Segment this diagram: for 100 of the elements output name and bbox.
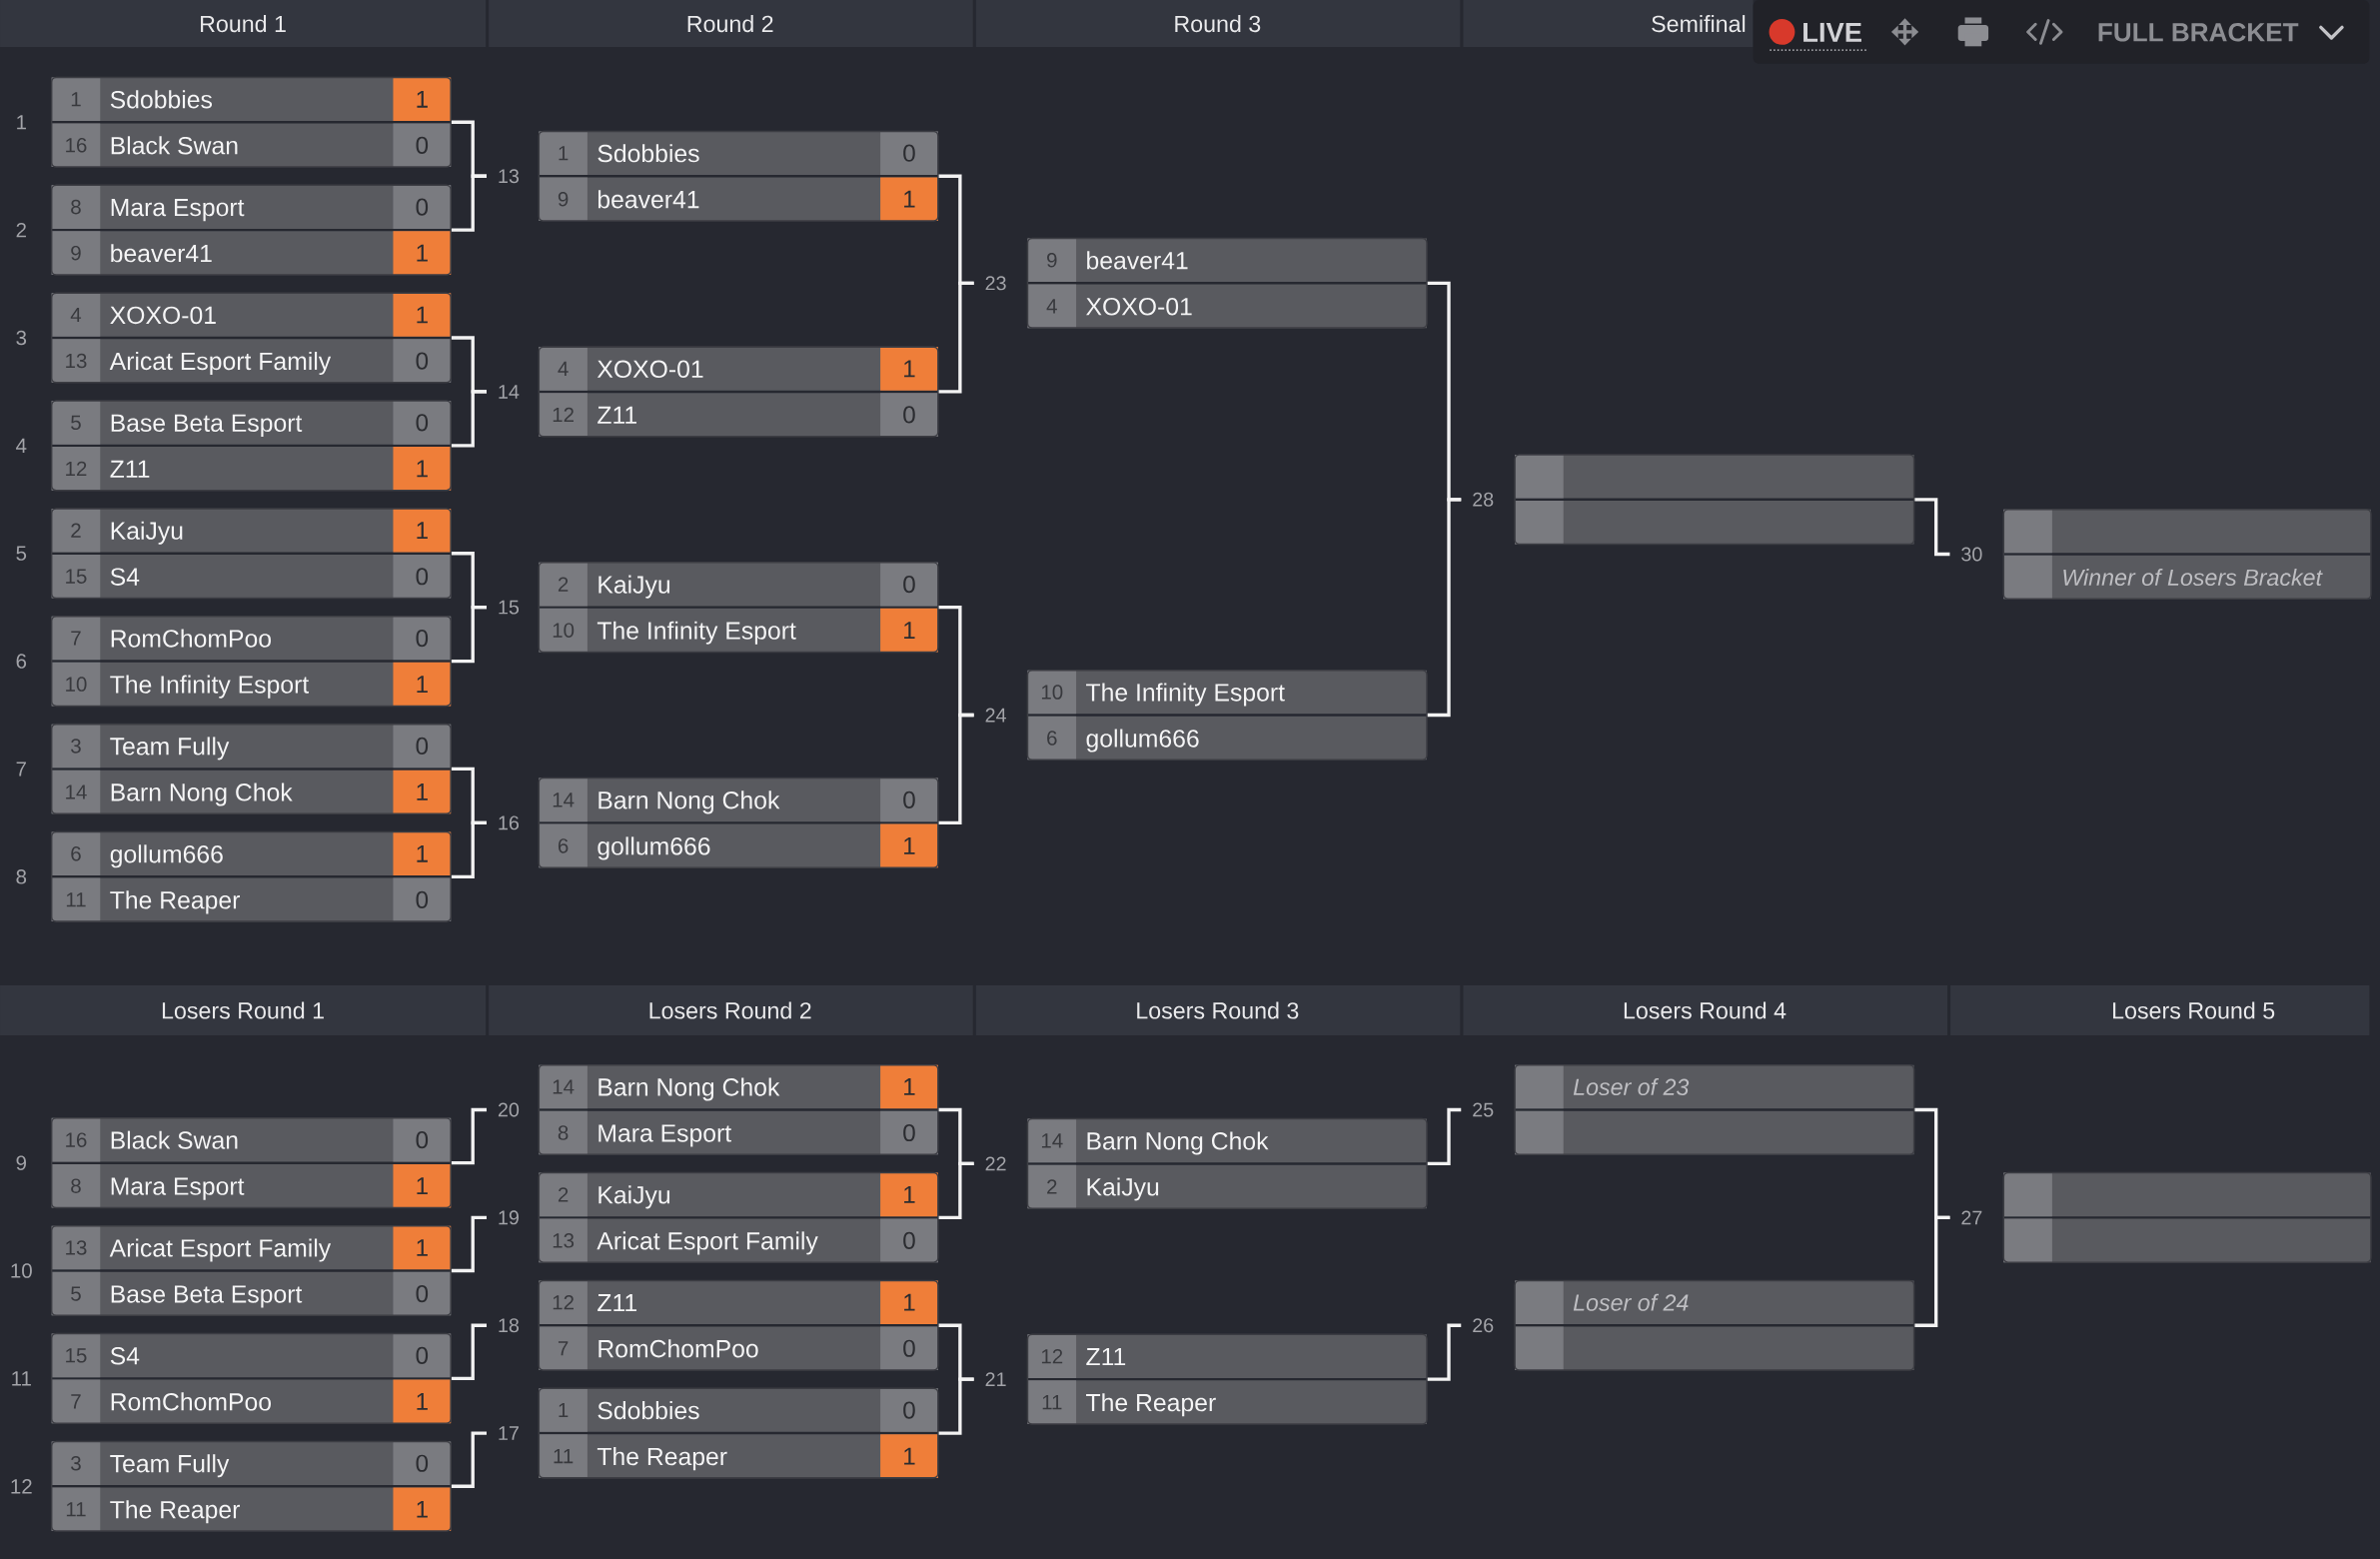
match-number: 17 <box>499 1426 519 1440</box>
node-label: The Infinity Esport <box>110 675 310 699</box>
bracket-line <box>1427 1107 1462 1166</box>
node-label: The Reaper <box>1086 1393 1216 1417</box>
score-box: 1 <box>393 1163 452 1208</box>
score-box: 0 <box>393 339 452 383</box>
column-header: Round 3 <box>975 0 1461 48</box>
score-box: 0 <box>880 1110 938 1155</box>
seed-box: 9 <box>1027 238 1077 283</box>
live-link: LIVE <box>1769 22 1869 51</box>
node-label: Base Beta Esport <box>111 414 303 437</box>
bracket-line <box>451 1431 487 1488</box>
seed-box: 2 <box>539 562 588 607</box>
match-number: 8 <box>16 869 27 884</box>
match-box <box>538 1063 939 1155</box>
match-number: 9 <box>16 1155 26 1170</box>
match-number: 22 <box>985 1156 1006 1171</box>
score-box: 1 <box>880 1280 938 1324</box>
node-label: Barn Nong Chok <box>1087 1131 1269 1155</box>
score-box: 1 <box>393 1379 452 1424</box>
node-label: Mara Esport <box>598 1124 731 1147</box>
match-number: 11 <box>12 1371 31 1386</box>
column-header: Losers Round 3 <box>975 984 1461 1035</box>
match-box <box>1514 454 1915 546</box>
node-label: KaiJyu <box>1087 1177 1159 1201</box>
match-box <box>538 777 939 868</box>
match-number: 18 <box>499 1318 520 1333</box>
seed-box: 2 <box>51 508 101 553</box>
match-number: 12 <box>11 1479 32 1494</box>
seed-box: 4 <box>51 293 101 337</box>
match-number: 13 <box>499 169 520 184</box>
bracket-line <box>1427 498 1462 718</box>
match-box <box>2002 1171 2372 1263</box>
match-box <box>538 1387 939 1479</box>
seed-box: 10 <box>51 662 101 707</box>
score-box: 1 <box>393 293 452 337</box>
node-label: RomChomPoo <box>598 1339 758 1358</box>
score-box: 1 <box>393 770 452 814</box>
score-box: 1 <box>880 347 938 391</box>
score-box: 0 <box>880 1388 938 1432</box>
seed-box: 6 <box>1027 716 1077 761</box>
seed-box: 12 <box>1027 1334 1077 1378</box>
match-number: 15 <box>499 600 520 615</box>
seed-box: 4 <box>539 347 588 391</box>
seed-box: 13 <box>539 1218 588 1263</box>
bracket-line <box>451 174 487 232</box>
node-label: The Reaper <box>110 890 240 914</box>
seed-box: 14 <box>51 770 101 814</box>
match-box <box>1026 1117 1428 1209</box>
seed-box: 11 <box>51 877 101 922</box>
seed-box: 6 <box>539 823 588 868</box>
seed-box: 14 <box>539 778 588 822</box>
score-box: 1 <box>880 1172 938 1217</box>
seed-box: 10 <box>539 608 588 653</box>
score-box: 0 <box>393 123 452 168</box>
match-number: 26 <box>1473 1318 1494 1333</box>
node-label: Barn Nong Chok <box>111 782 293 806</box>
node-label: Black Swan <box>111 136 238 155</box>
score-box: 0 <box>880 131 938 175</box>
node-label: RomChomPoo <box>111 1392 271 1411</box>
match-box <box>2002 508 2372 600</box>
seed-box: 12 <box>51 447 101 491</box>
score-box: 1 <box>393 662 452 707</box>
node-label: Base Beta Esport <box>111 1285 303 1308</box>
match-box <box>1026 669 1428 762</box>
seed-box: 16 <box>51 123 101 168</box>
node-label: beaver41 <box>111 244 212 263</box>
match-number: 24 <box>985 708 1006 723</box>
node-label: RomChomPoo <box>111 629 271 648</box>
score-box: 0 <box>880 778 938 822</box>
node-label: Loser of 23 <box>1573 1077 1690 1096</box>
score-box: 0 <box>393 185 452 229</box>
column-header: Round 2 <box>489 0 973 48</box>
column-header: Losers Round 1 <box>0 984 487 1035</box>
bracket-line <box>1914 498 1950 557</box>
seed-box: 7 <box>51 1379 101 1424</box>
seed-box: 16 <box>51 1117 101 1162</box>
bracket-line <box>451 605 487 664</box>
node-label: Aricat Esport Family <box>596 1231 818 1255</box>
match-number: 6 <box>16 654 27 669</box>
seed-box: 2 <box>539 1172 588 1217</box>
seed-box: 15 <box>51 554 101 599</box>
node-label: Team Fully <box>110 737 230 761</box>
score-box: 0 <box>393 724 452 769</box>
score-box: 0 <box>393 401 452 445</box>
node-label: S4 <box>110 1346 140 1365</box>
node-label: XOXO-01 <box>1086 297 1192 316</box>
seed-box: 3 <box>51 724 101 769</box>
score-box: 1 <box>393 508 452 553</box>
match-number: 16 <box>499 815 520 830</box>
seed-box: 15 <box>51 1333 101 1378</box>
score-box: 1 <box>880 1434 938 1478</box>
seed-box: 2 <box>1027 1164 1077 1209</box>
match-number: 5 <box>16 546 27 561</box>
match-number: 25 <box>1473 1102 1494 1117</box>
score-box: 0 <box>393 1333 452 1378</box>
bracket-line <box>1914 1215 1950 1327</box>
bracket-line <box>938 281 974 394</box>
match-number: 1 <box>17 115 26 130</box>
column-header: Semifinal <box>1463 0 1754 48</box>
